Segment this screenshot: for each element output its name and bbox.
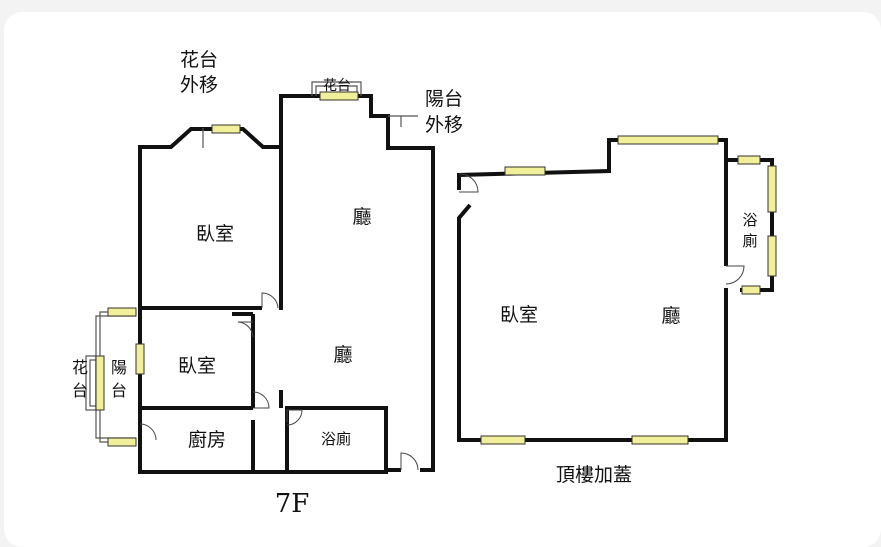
bedroom-upper-wall	[138, 127, 281, 308]
balcony-move-line2: 外移	[425, 114, 463, 136]
roof-walls	[457, 138, 774, 442]
top-planter-label: 花台	[323, 78, 351, 94]
doors-roof	[458, 173, 745, 285]
main-outer-wall	[279, 94, 435, 472]
roof-outer-wall	[457, 138, 757, 190]
floorplan-diagram: 花台 外移 花台 陽台 外移 臥室 廳 臥室 廳 陽 台 花 台 廚房 浴廁 7…	[72, 49, 777, 519]
doors-7f	[139, 292, 419, 471]
kitchen-label: 廚房	[188, 428, 226, 451]
windows-7f	[95, 91, 359, 447]
planter-left-line2: 台	[72, 381, 88, 400]
bedroom-small-label: 臥室	[178, 355, 216, 377]
living-roof-label: 廳	[661, 305, 680, 327]
planter-left-line1: 花	[72, 358, 88, 377]
bathroom-roof-line1: 浴	[742, 211, 757, 229]
floorplan-card: 花台 外移 花台 陽台 外移 臥室 廳 臥室 廳 陽 台 花 台 廚房 浴廁 7…	[4, 12, 881, 547]
living-lower-label: 廳	[333, 344, 352, 366]
balcony-left-line2: 台	[111, 381, 127, 400]
balcony-move-line1: 陽台	[425, 88, 463, 110]
planter-note-line2: 外移	[180, 74, 218, 96]
planter-note-line1: 花台	[180, 49, 218, 71]
bedroom-roof-label: 臥室	[500, 304, 538, 326]
balcony-left-line1: 陽	[111, 358, 127, 377]
bathroom-roof-line2: 廁	[742, 232, 757, 250]
roof-addition-label: 頂樓加蓋	[556, 464, 632, 486]
bedroom-upper-label: 臥室	[196, 223, 234, 245]
living-upper-label: 廳	[352, 206, 371, 228]
windows-roof	[480, 135, 777, 445]
floor-label: 7F	[275, 489, 310, 519]
floor-7f-walls	[138, 94, 435, 474]
bathroom-main-label: 浴廁	[321, 430, 351, 448]
